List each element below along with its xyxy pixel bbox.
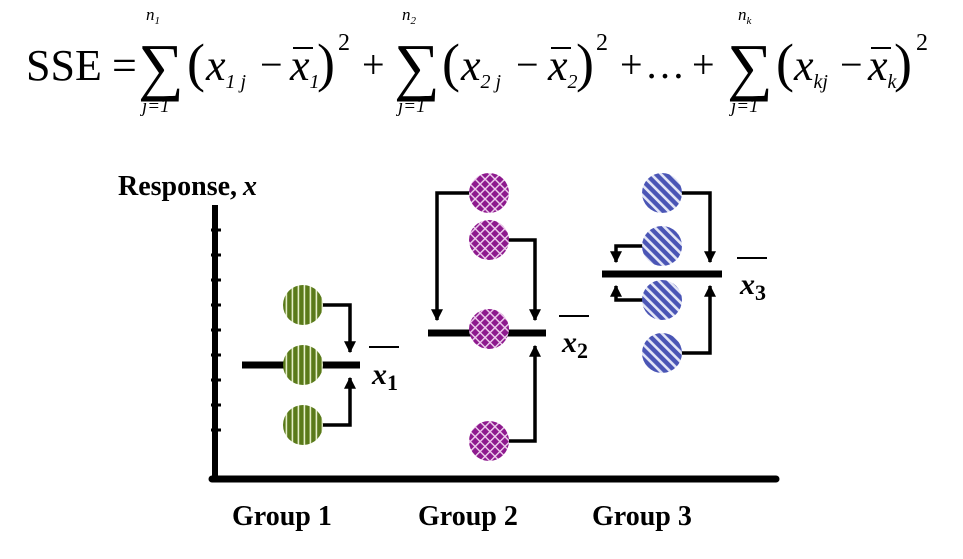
term-mean-k: xk xyxy=(867,41,898,93)
axes: Response,x xyxy=(118,171,780,483)
group-1-observation xyxy=(283,405,323,445)
group-3-observation xyxy=(642,280,682,320)
group-2-observation xyxy=(469,421,509,461)
sum-upper-limit-k: nk xyxy=(738,5,753,27)
group-2: x2 Group 2 xyxy=(418,173,589,532)
term-variable-2: x2 j xyxy=(460,41,502,93)
group-3-deviation-arrow xyxy=(610,284,643,302)
sum-upper-limit-2: n2 xyxy=(402,5,417,27)
group-1-deviation-arrow xyxy=(322,303,356,354)
formula-term-k: nk ∑ j=1 ( xkj − xk ) 2 xyxy=(727,5,928,117)
ellipsis: … xyxy=(645,42,685,87)
minus-2: − xyxy=(516,42,539,87)
power-1: 2 xyxy=(338,30,350,56)
sigma-2: ∑ xyxy=(394,31,440,102)
group-2-label: Group 2 xyxy=(418,501,518,532)
minus-k: − xyxy=(840,42,863,87)
sum-lower-limit-2: j=1 xyxy=(395,96,426,117)
group-2-deviation-arrow xyxy=(431,191,470,322)
y-axis-ticks xyxy=(211,228,221,432)
formula-lhs: SSE xyxy=(26,41,102,90)
formula-equals: = xyxy=(112,41,137,90)
plus-3: + xyxy=(692,42,715,87)
sum-lower-limit-1: j=1 xyxy=(139,96,170,117)
group-2-deviation-arrow xyxy=(508,238,541,322)
term-variable-1: x1 j xyxy=(205,41,247,93)
sigma-1: ∑ xyxy=(138,31,184,102)
group-1-label: Group 1 xyxy=(232,501,332,532)
group-3-observation xyxy=(642,173,682,213)
sum-lower-limit-k: j=1 xyxy=(728,96,759,117)
paren-open-2: ( xyxy=(442,33,460,93)
paren-open-1: ( xyxy=(187,33,205,93)
group-3-observation xyxy=(642,226,682,266)
group-1-observation xyxy=(283,285,323,325)
minus-1: − xyxy=(260,42,283,87)
formula-term-2: n2 ∑ j=1 ( x2 j − x2 ) 2 xyxy=(394,5,608,117)
group-3-observation xyxy=(642,333,682,373)
group-2-observation xyxy=(469,309,509,349)
formula-term-1: n1 ∑ j=1 ( x1 j − x1 ) 2 xyxy=(138,5,350,117)
group-2-deviation-arrow xyxy=(508,344,541,443)
plus-1: + xyxy=(362,42,385,87)
group-2-observation xyxy=(469,220,509,260)
paren-close-k: ) xyxy=(894,33,912,93)
group-3-deviation-arrow xyxy=(681,284,716,355)
group-1: x1 Group 1 xyxy=(232,285,399,532)
group-3-mean-label: x3 xyxy=(739,268,766,305)
sigma-k: ∑ xyxy=(727,31,773,102)
paren-open-k: ( xyxy=(776,33,794,93)
group-1-deviation-arrow xyxy=(322,376,356,427)
power-2: 2 xyxy=(596,30,608,56)
group-2-mean-label: x2 xyxy=(561,326,588,363)
term-mean-1: x1 xyxy=(289,41,320,93)
group-3-deviation-arrow xyxy=(610,244,643,264)
power-k: 2 xyxy=(916,30,928,56)
paren-close-1: ) xyxy=(317,33,335,93)
group-1-mean-label: x1 xyxy=(371,358,398,395)
group-3-deviation-arrow xyxy=(681,191,716,264)
paren-close-2: ) xyxy=(576,33,594,93)
group-3: x3 Group 3 xyxy=(592,173,767,532)
y-axis-label: Response,x xyxy=(118,171,257,202)
group-2-observation xyxy=(469,173,509,213)
term-mean-2: x2 xyxy=(547,41,578,93)
sum-upper-limit-1: n1 xyxy=(146,5,160,27)
group-1-observation xyxy=(283,345,323,385)
group-3-label: Group 3 xyxy=(592,501,692,532)
term-variable-k: xkj xyxy=(793,41,828,93)
sse-formula: SSE = n1 ∑ j=1 ( x1 j − x1 ) 2 + n2 ∑ j=… xyxy=(26,5,928,117)
plus-2: + xyxy=(620,42,643,87)
